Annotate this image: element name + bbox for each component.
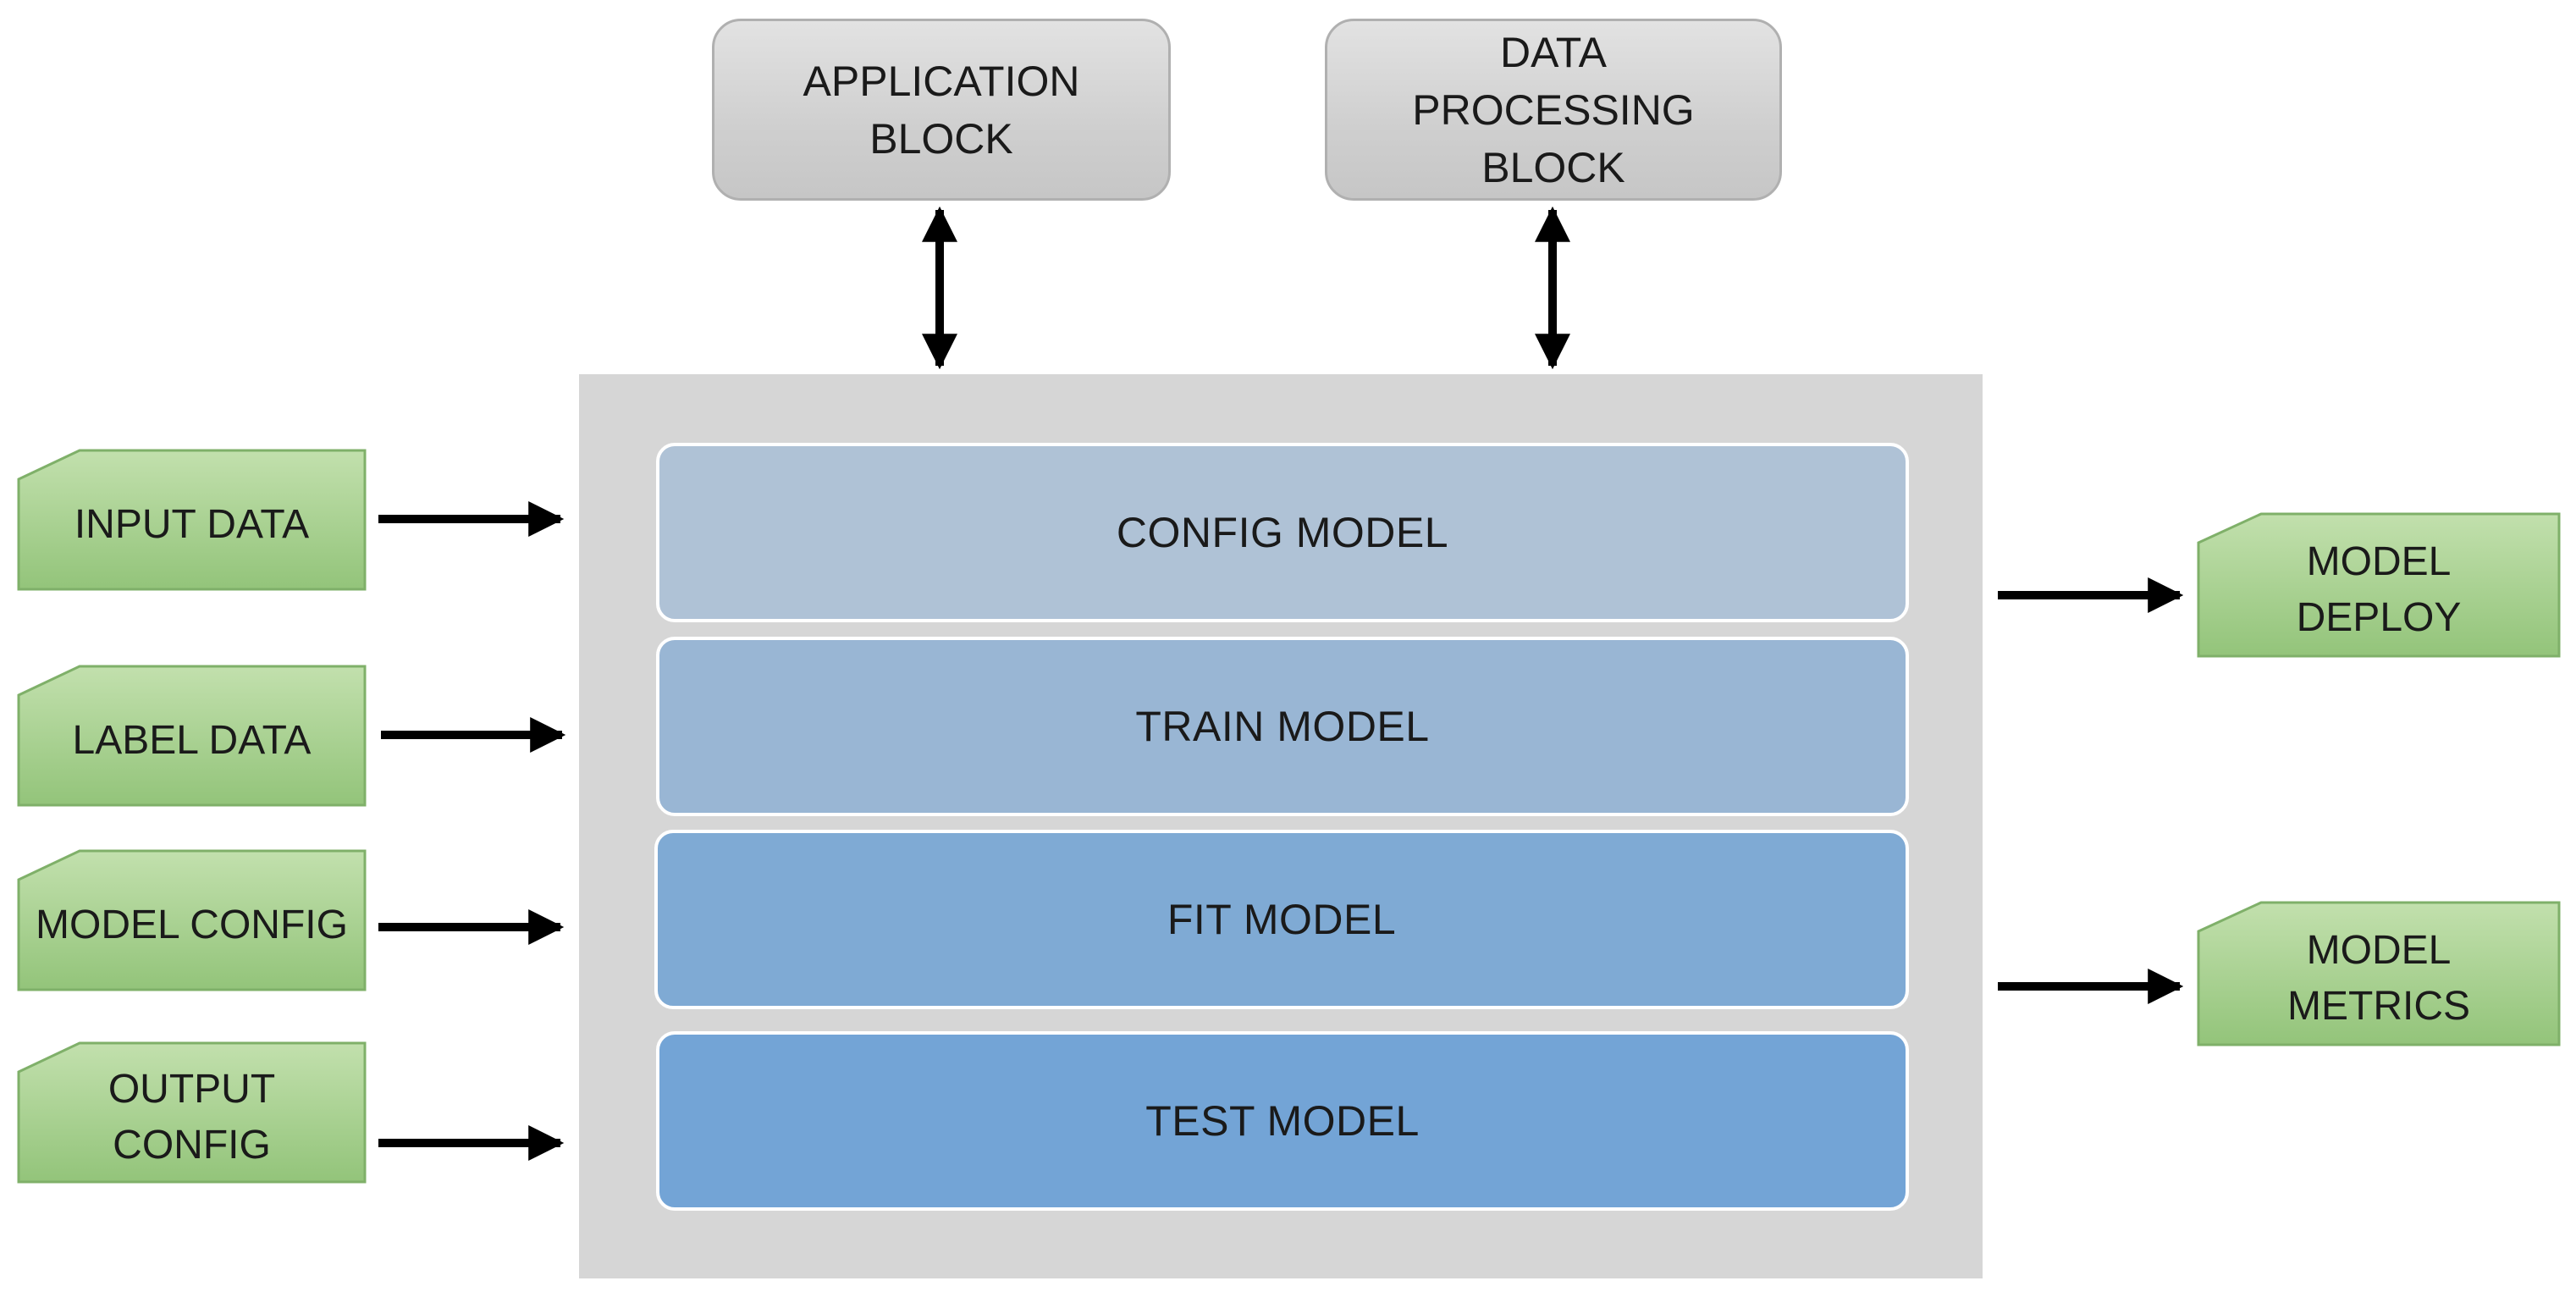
model-config-document: MODEL CONFIG <box>17 849 367 991</box>
application-block-line-1: APPLICATION <box>803 57 1080 105</box>
model-metrics-document: MODEL METRICS <box>2197 901 2561 1046</box>
model-deploy-document: MODEL DEPLOY <box>2197 512 2561 658</box>
model-deploy-label-line-2: DEPLOY <box>2296 595 2462 640</box>
application-block: APPLICATION BLOCK <box>712 19 1171 201</box>
label-data-label: LABEL DATA <box>72 718 312 763</box>
input-data-label: INPUT DATA <box>74 502 310 547</box>
data-processing-block-line-2: PROCESSING <box>1412 86 1695 134</box>
fit-model-label: FIT MODEL <box>1167 896 1397 943</box>
train-model-layer: TRAIN MODEL <box>656 637 1909 816</box>
fit-model-layer: FIT MODEL <box>654 830 1909 1009</box>
document-shape-icon <box>17 849 367 991</box>
config-model-layer: CONFIG MODEL <box>656 443 1909 622</box>
data-processing-block-line-1: DATA <box>1500 28 1607 76</box>
test-model-layer: TEST MODEL <box>656 1031 1909 1211</box>
test-model-label: TEST MODEL <box>1145 1097 1420 1145</box>
label-data-document: LABEL DATA <box>17 665 367 807</box>
model-config-label: MODEL CONFIG <box>36 903 348 947</box>
model-metrics-label-line-2: METRICS <box>2287 984 2470 1029</box>
output-config-label-line-1: OUTPUT <box>108 1067 276 1112</box>
document-shape-icon <box>17 1041 367 1184</box>
input-data-document: INPUT DATA <box>17 449 367 591</box>
document-shape-icon <box>2197 512 2561 658</box>
config-model-label: CONFIG MODEL <box>1116 509 1449 556</box>
document-shape-icon <box>17 665 367 807</box>
document-shape-icon <box>2197 901 2561 1046</box>
data-processing-block-line-3: BLOCK <box>1481 143 1625 191</box>
application-block-line-2: BLOCK <box>869 114 1013 163</box>
output-config-document: OUTPUT CONFIG <box>17 1041 367 1184</box>
output-config-label-line-2: CONFIG <box>113 1123 271 1168</box>
model-metrics-label-line-1: MODEL <box>2306 928 2452 973</box>
data-processing-block: DATA PROCESSING BLOCK <box>1325 19 1782 201</box>
model-deploy-label-line-1: MODEL <box>2306 539 2452 584</box>
train-model-label: TRAIN MODEL <box>1135 703 1430 750</box>
document-shape-icon <box>17 449 367 591</box>
